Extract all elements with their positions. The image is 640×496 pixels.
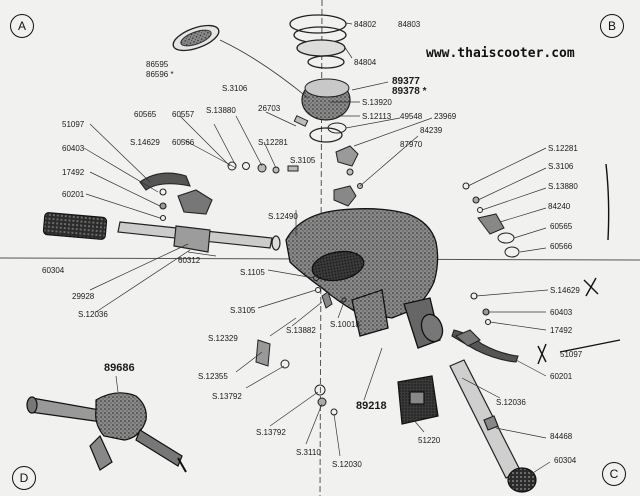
part-label: 29928	[72, 292, 95, 301]
part-label: S.12036	[496, 398, 526, 407]
part-label: S.14629	[130, 138, 160, 147]
right-grip-60304	[507, 467, 537, 493]
switch-block-51220	[397, 375, 439, 425]
part-label: S.12281	[258, 138, 288, 147]
throttle-tube	[449, 359, 521, 479]
part-label: S.12329	[208, 334, 238, 343]
part-label: 84239	[420, 126, 443, 135]
part-label: S.12036	[78, 310, 108, 319]
part-label: S.1105	[240, 268, 265, 277]
part-label: 86596 *	[146, 70, 174, 79]
part-label: 89377	[392, 76, 420, 87]
part-label: S.12281	[548, 144, 578, 153]
speedometer-head	[301, 78, 351, 143]
part-label: 49548	[400, 112, 423, 121]
part-label: 26703	[258, 104, 281, 113]
part-label: 89218	[356, 400, 387, 412]
part-label: 60403	[62, 144, 85, 153]
part-label: S.13792	[256, 428, 286, 437]
part-label: 60304	[42, 266, 65, 275]
part-label: 87970	[400, 140, 423, 149]
part-label: 51097	[560, 350, 583, 359]
assembled-handlebar-89686	[26, 392, 187, 473]
part-label: S.13882	[286, 326, 316, 335]
small-parts-upper	[227, 115, 363, 207]
part-label: 60201	[62, 190, 85, 199]
leader-lines	[83, 22, 551, 477]
right-upper-parts	[462, 182, 520, 258]
part-label: 84468	[550, 432, 573, 441]
part-label: 17492	[550, 326, 573, 335]
part-label: 51097	[62, 120, 85, 129]
speedometer-rings	[289, 14, 347, 69]
left-grip-60304	[42, 212, 108, 240]
part-label: 60566	[550, 242, 573, 251]
part-label: 23969	[434, 112, 457, 121]
part-label: 51220	[418, 436, 441, 445]
left-lever-group	[139, 172, 213, 222]
part-label: S.13880	[548, 182, 578, 191]
part-label: S.14629	[550, 286, 580, 295]
part-label: S.3105	[290, 156, 316, 165]
part-label: S.12490	[268, 212, 298, 221]
part-label: 60312	[178, 256, 201, 265]
part-label: 60403	[550, 308, 573, 317]
part-label: S.3106	[548, 162, 574, 171]
part-label: 84802	[354, 20, 377, 29]
right-lever-group	[451, 292, 519, 363]
part-label: S.13792	[212, 392, 242, 401]
part-label: 86595	[146, 60, 169, 69]
part-label: 89378 *	[392, 86, 427, 97]
part-label: 84804	[354, 58, 377, 67]
left-handlebar-tube	[117, 221, 281, 253]
handlebar-body	[285, 208, 444, 349]
part-label: S.3106	[222, 84, 248, 93]
quadrant-c-marker: C	[602, 462, 626, 486]
part-label: 60304	[554, 456, 577, 465]
part-label: S.3105	[230, 306, 256, 315]
part-label: S.13880	[206, 106, 236, 115]
quadrant-a-marker: A	[10, 14, 34, 38]
watermark-url: www.thaiscooter.com	[426, 46, 575, 61]
part-label: S.10018	[330, 320, 360, 329]
part-label: S.12030	[332, 460, 362, 469]
pen-marks	[537, 163, 621, 365]
part-label: S.12355	[198, 372, 228, 381]
part-label: S.12113	[362, 112, 392, 121]
part-label: 84240	[548, 202, 571, 211]
quadrant-d-marker: D	[12, 466, 36, 490]
part-label: S.3110	[296, 448, 321, 457]
part-label: 60566	[172, 138, 195, 147]
part-label: S.13920	[362, 98, 392, 107]
speedo-bezel-86595	[172, 24, 220, 52]
part-label: 17492	[62, 168, 85, 177]
part-label: 60565	[550, 222, 573, 231]
part-label: 60565	[134, 110, 157, 119]
quadrant-b-marker: B	[600, 14, 624, 38]
part-label: 89686	[104, 362, 135, 374]
part-label: 60557	[172, 110, 195, 119]
lower-center-parts	[255, 275, 347, 416]
part-label: 84803	[398, 20, 421, 29]
part-label: 60201	[550, 372, 573, 381]
